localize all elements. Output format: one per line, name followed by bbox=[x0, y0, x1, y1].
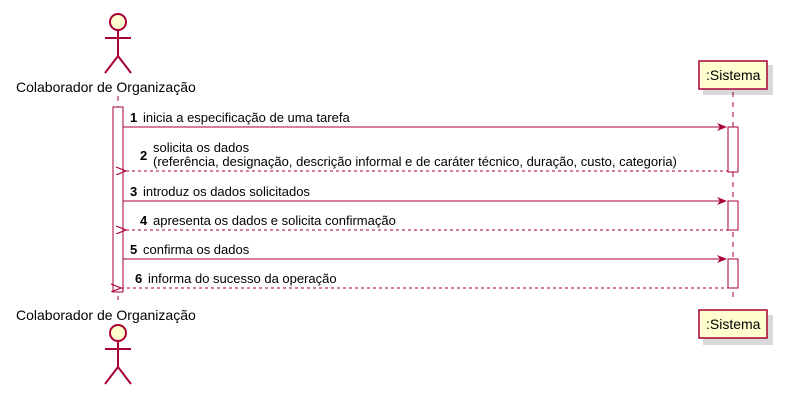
actor-head-icon bbox=[109, 324, 127, 342]
system-box-bottom: :Sistema bbox=[698, 309, 773, 345]
message-2-number: 2 bbox=[140, 148, 147, 163]
message-4-label: apresenta os dados e solicita confirmaçã… bbox=[153, 213, 396, 228]
message-3-number: 3 bbox=[130, 184, 137, 199]
message-2: 2 solicita os dados (referência, designa… bbox=[126, 140, 728, 171]
message-2-label-details: (referência, designação, descrição infor… bbox=[153, 154, 677, 169]
system-activation-2 bbox=[727, 200, 739, 231]
message-2-label: solicita os dados bbox=[153, 140, 250, 155]
message-4: 4 apresenta os dados e solicita confirma… bbox=[126, 213, 728, 230]
actor-top: Colaborador de Organização bbox=[16, 13, 196, 95]
message-5-label: confirma os dados bbox=[143, 242, 250, 257]
message-1-label: inicia a especificação de uma tarefa bbox=[143, 110, 350, 125]
message-5: 5 confirma os dados bbox=[123, 242, 727, 263]
message-1-number: 1 bbox=[130, 110, 137, 125]
message-4-number: 4 bbox=[140, 213, 148, 228]
system-activation-3 bbox=[727, 258, 739, 289]
actor-name-bottom: Colaborador de Organização bbox=[16, 307, 196, 323]
message-6-label: informa do sucesso da operação bbox=[148, 271, 337, 286]
message-6-number: 6 bbox=[135, 271, 142, 286]
actor-head-icon bbox=[109, 13, 127, 31]
message-5-number: 5 bbox=[130, 242, 137, 257]
system-box-top: :Sistema bbox=[698, 60, 773, 95]
actor-activation bbox=[112, 106, 124, 293]
system-activation-1 bbox=[727, 126, 739, 173]
message-3-label: introduz os dados solicitados bbox=[143, 184, 310, 199]
message-6: 6 informa do sucesso da operação bbox=[121, 271, 728, 288]
system-name-top: :Sistema bbox=[706, 67, 761, 83]
actor-bottom: Colaborador de Organização bbox=[16, 307, 196, 385]
system-name-bottom: :Sistema bbox=[706, 316, 761, 332]
message-3: 3 introduz os dados solicitados bbox=[123, 184, 727, 205]
message-1: 1 inicia a especificação de uma tarefa bbox=[123, 110, 727, 131]
actor-name-top: Colaborador de Organização bbox=[16, 79, 196, 95]
